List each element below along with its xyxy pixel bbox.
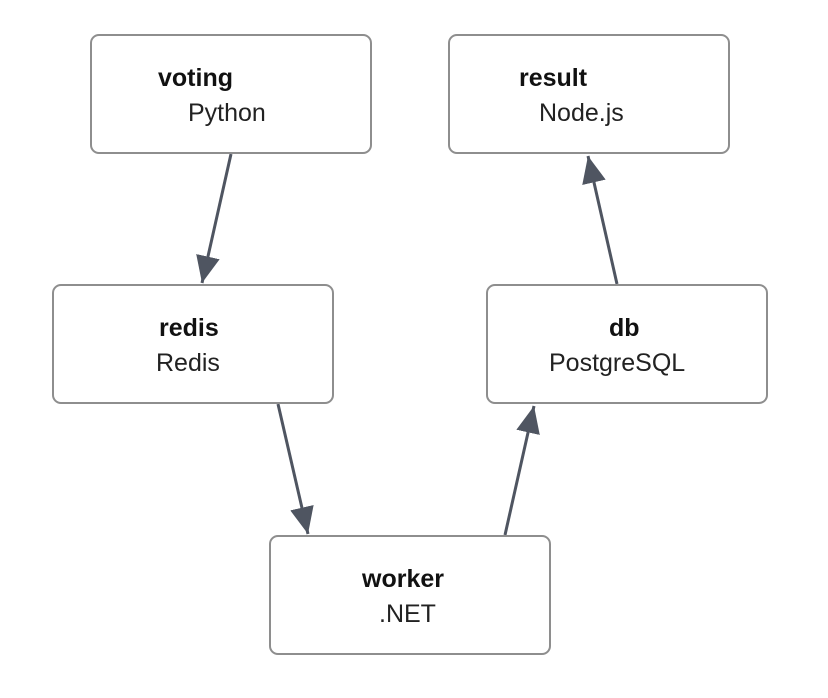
node-worker[interactable]: worker .NET (269, 535, 551, 655)
node-worker-title: worker (362, 565, 444, 593)
node-redis[interactable]: redis Redis (52, 284, 334, 404)
node-worker-tech: .NET (379, 600, 436, 628)
node-db-tech: PostgreSQL (549, 349, 686, 377)
node-voting[interactable]: voting Python (90, 34, 372, 154)
node-voting-tech: Python (188, 99, 266, 127)
node-result-title: result (519, 64, 588, 92)
node-db-title: db (609, 314, 640, 342)
edge-worker-to-db (503, 405, 540, 536)
node-db[interactable]: db PostgreSQL (486, 284, 768, 404)
node-result[interactable]: result Node.js (448, 34, 730, 154)
node-redis-title: redis (159, 314, 219, 342)
node-redis-tech: Redis (156, 349, 220, 377)
edge-redis-to-worker (276, 403, 314, 535)
node-voting-title: voting (158, 64, 233, 92)
edge-voting-to-redis (196, 153, 233, 284)
edge-db-to-result (582, 155, 619, 285)
node-result-tech: Node.js (539, 99, 624, 127)
